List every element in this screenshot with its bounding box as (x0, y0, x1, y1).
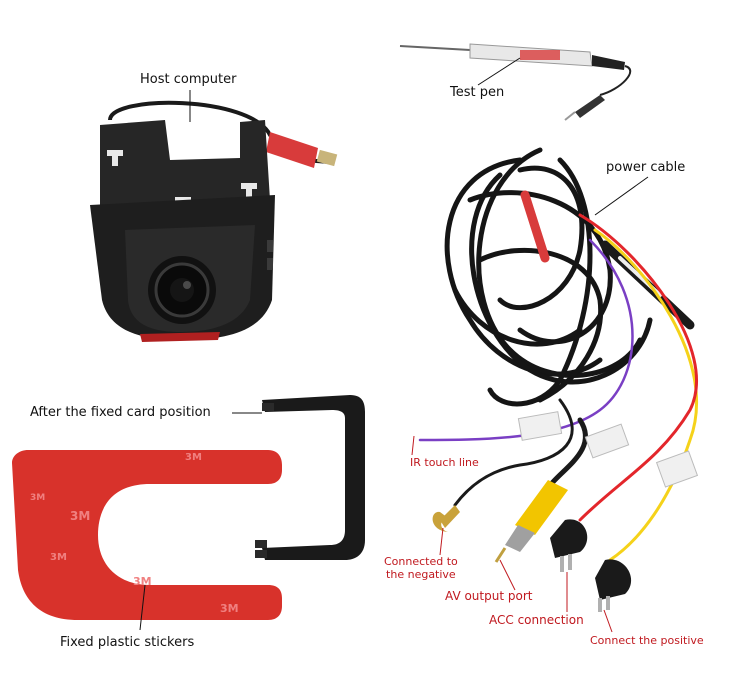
sticker-3m-mark: 3M (185, 452, 202, 463)
acc-connection-label: ACC connection (489, 613, 584, 627)
av-output-label: AV output port (445, 589, 533, 603)
negative-label: Connected to the negative (384, 555, 458, 581)
wire-connectors (432, 480, 632, 612)
positive-label: Connect the positive (590, 634, 704, 647)
power-cable-illustration (418, 147, 698, 562)
fixed-card-label: After the fixed card position (30, 405, 211, 420)
sticker-3m-mark: 3M (30, 493, 45, 503)
sticker-3m-mark: 3M (220, 602, 239, 615)
wire-tags (517, 411, 699, 488)
host-camera-illustration (90, 100, 338, 342)
sticker-3m-mark: 3M (50, 552, 67, 563)
negative-label-line1: Connected to (384, 555, 458, 568)
leader-lines (139, 57, 649, 633)
test-pen-label: Test pen (450, 85, 505, 100)
mount-card-illustration (255, 395, 365, 560)
power-cable-label: power cable (606, 160, 686, 175)
sticker-3m-mark: 3M (70, 509, 90, 523)
test-pen-illustration (399, 43, 632, 121)
negative-label-line2: the negative (386, 568, 456, 581)
ir-touch-label: IR touch line (410, 456, 479, 469)
sticker-illustration: 3M 3M 3M 3M 3M 3M (12, 450, 282, 620)
sticker-3m-mark: 3M (133, 575, 152, 588)
stickers-label: Fixed plastic stickers (60, 635, 195, 650)
host-computer-label: Host computer (140, 72, 237, 87)
